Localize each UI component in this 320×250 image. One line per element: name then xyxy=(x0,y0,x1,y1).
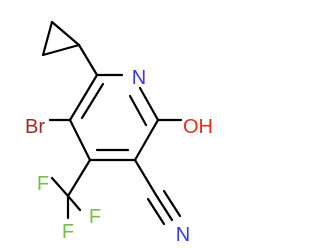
atom-fluorine-3: F xyxy=(89,206,101,228)
atom-fluorine-2: F xyxy=(62,221,74,243)
cyclopropyl-group xyxy=(41,20,99,77)
bond-cyclopropyl-a xyxy=(50,20,81,47)
bond-n1-c2-double xyxy=(128,94,148,127)
bond-nitrile-triple-b xyxy=(154,193,174,222)
bond-nitrile-triple-a xyxy=(146,197,166,226)
bond-c4-c5 xyxy=(68,118,92,162)
bond-cyclopropyl-b xyxy=(41,20,54,57)
bond-cyclopropyl-ring xyxy=(77,43,99,77)
atom-ring-n: N xyxy=(132,67,146,89)
bond-c3-cn xyxy=(133,158,158,197)
atom-bromine: Br xyxy=(25,116,45,138)
bond-c5-c6-double xyxy=(80,82,105,120)
molecule-structure: N OH Br N F F F xyxy=(25,20,213,246)
atom-nitrile-n: N xyxy=(176,224,190,246)
bond-nitrile-triple-c xyxy=(162,189,182,218)
bond-cyclopropyl-c xyxy=(41,43,81,57)
bond-cf3-f3 xyxy=(66,194,82,212)
bond-c4-cf3 xyxy=(66,158,92,198)
pyridine-ring xyxy=(68,73,160,162)
bond-c2-c3 xyxy=(133,118,160,162)
bond-n1-c2 xyxy=(138,86,160,122)
bond-cf3-f1 xyxy=(50,176,70,198)
atom-hydroxyl: OH xyxy=(183,116,213,138)
atom-fluorine-1: F xyxy=(37,173,49,195)
bond-c5-c6 xyxy=(68,73,99,122)
